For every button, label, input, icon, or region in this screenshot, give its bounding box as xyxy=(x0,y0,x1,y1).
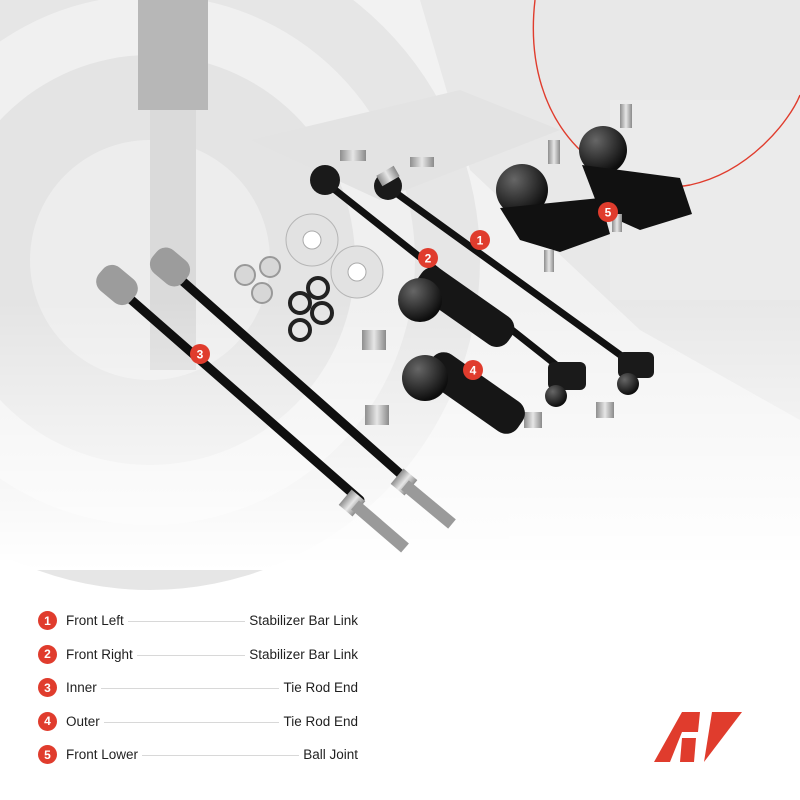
legend-position: Front Left xyxy=(66,613,124,629)
inner-tie-rod-ends xyxy=(96,247,456,553)
svg-text:5: 5 xyxy=(605,206,612,220)
legend-divider xyxy=(127,621,246,623)
svg-text:2: 2 xyxy=(425,252,432,266)
legend-divider xyxy=(100,688,280,690)
legend-number-badge: 4 xyxy=(38,711,57,731)
legend-part-name: Stabilizer Bar Link xyxy=(249,613,358,629)
callout-1: 1 xyxy=(470,230,490,250)
a-premium-logo-icon xyxy=(654,712,742,762)
ball-joints xyxy=(496,104,692,272)
legend-part-name: Ball Joint xyxy=(303,747,358,763)
legend-number-badge: 5 xyxy=(38,745,57,765)
legend-number-badge: 3 xyxy=(38,678,57,698)
callout-2: 2 xyxy=(418,248,438,268)
legend-divider xyxy=(103,721,280,723)
legend-position: Front Lower xyxy=(66,747,139,763)
legend-divider xyxy=(142,755,300,757)
legend-row-3: 3 Inner Tie Rod End xyxy=(38,671,358,705)
svg-text:4: 4 xyxy=(470,364,477,378)
stabilizer-bar-link-1 xyxy=(374,157,654,418)
legend-row-2: 2 Front Right Stabilizer Bar Link xyxy=(38,638,358,672)
legend-part-name: Tie Rod End xyxy=(283,713,358,729)
svg-text:1: 1 xyxy=(477,234,484,248)
callout-5: 5 xyxy=(598,202,618,222)
svg-text:3: 3 xyxy=(197,348,204,362)
legend-row-1: 1 Front Left Stabilizer Bar Link xyxy=(38,604,358,638)
legend-number-badge: 2 xyxy=(38,644,57,664)
outer-tie-rod-ends xyxy=(362,267,525,434)
legend-position: Inner xyxy=(66,680,97,696)
legend-divider xyxy=(136,654,246,656)
hardware-washers-nuts xyxy=(234,213,384,342)
legend-row-4: 4 Outer Tie Rod End xyxy=(38,705,358,739)
legend-part-name: Stabilizer Bar Link xyxy=(249,646,358,662)
legend-row-5: 5 Front Lower Ball Joint xyxy=(38,738,358,772)
legend-number-badge: 1 xyxy=(38,611,57,631)
legend-position: Front Right xyxy=(66,646,133,662)
callout-4: 4 xyxy=(463,360,483,380)
legend-position: Outer xyxy=(66,713,100,729)
parts-legend: 1 Front Left Stabilizer Bar Link 2 Front… xyxy=(38,604,358,772)
legend-part-name: Tie Rod End xyxy=(283,680,358,696)
callout-3: 3 xyxy=(190,344,210,364)
